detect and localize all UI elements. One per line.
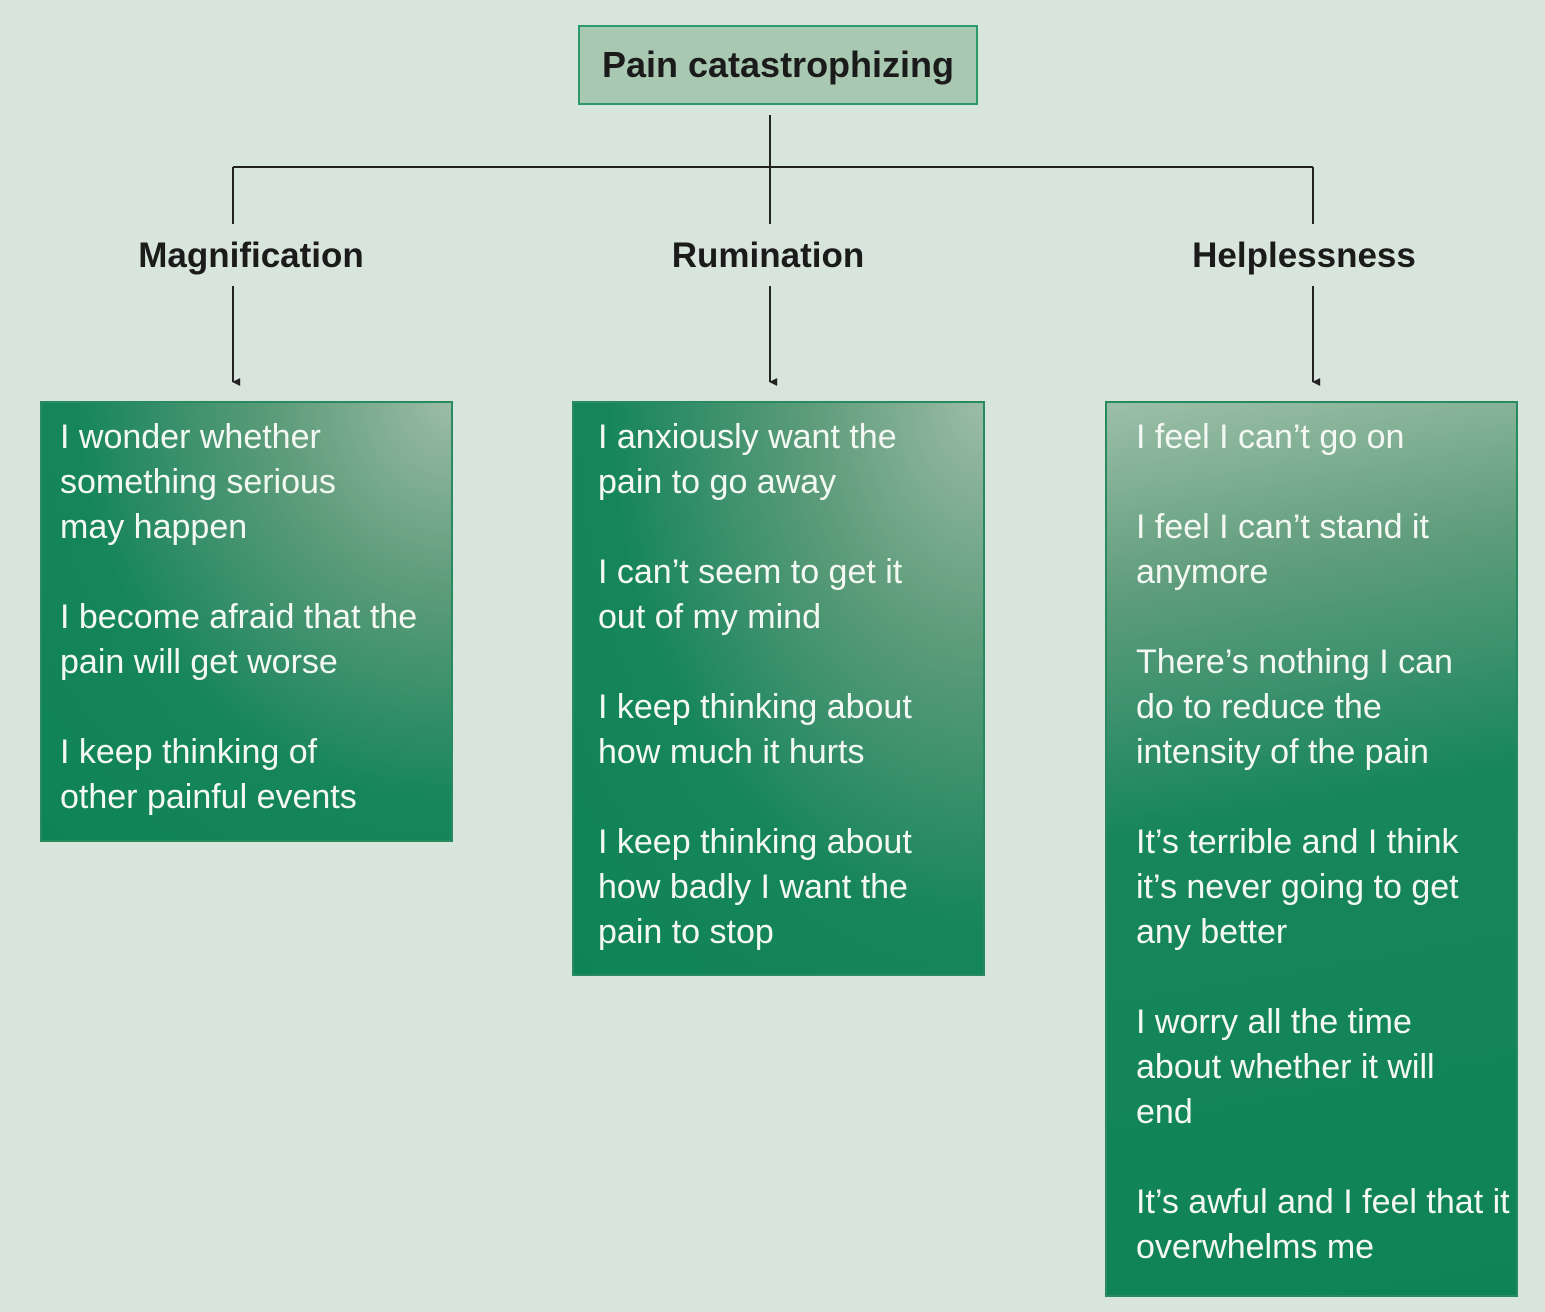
list-item: I become afraid that the pain will get w… bbox=[60, 598, 418, 681]
magnification-items-box: I wonder whether something serious may h… bbox=[40, 401, 453, 842]
list-item: I anxiously want the pain to go away bbox=[598, 418, 897, 501]
list-item: It’s terrible and I think it’s never goi… bbox=[1136, 823, 1459, 951]
list-item: I keep thinking about how much it hurts bbox=[598, 688, 912, 771]
list-item: There’s nothing I can do to reduce the i… bbox=[1136, 643, 1453, 771]
category-rumination: Rumination bbox=[671, 236, 865, 275]
rumination-items-box: I anxiously want the pain to go away I c… bbox=[572, 401, 985, 976]
root-label: Pain catastrophizing bbox=[601, 44, 955, 85]
list-item: I keep thinking about how badly I want t… bbox=[598, 823, 912, 951]
list-item: I wonder whether something serious may h… bbox=[60, 418, 336, 546]
category-helplessness: Helplessness bbox=[1192, 236, 1416, 275]
list-item: I feel I can’t stand it anymore bbox=[1136, 508, 1429, 591]
category-magnification: Magnification bbox=[138, 236, 364, 275]
root-node: Pain catastrophizing bbox=[578, 25, 978, 105]
list-item: I worry all the time about whether it wi… bbox=[1136, 1003, 1435, 1131]
list-item: I feel I can’t go on bbox=[1136, 418, 1405, 456]
list-item: I can’t seem to get it out of my mind bbox=[598, 553, 903, 636]
list-item: I keep thinking of other painful events bbox=[60, 733, 357, 816]
list-item: It’s awful and I feel that it overwhelms… bbox=[1136, 1183, 1510, 1266]
helplessness-items-box: I feel I can’t go on I feel I can’t stan… bbox=[1105, 401, 1518, 1297]
